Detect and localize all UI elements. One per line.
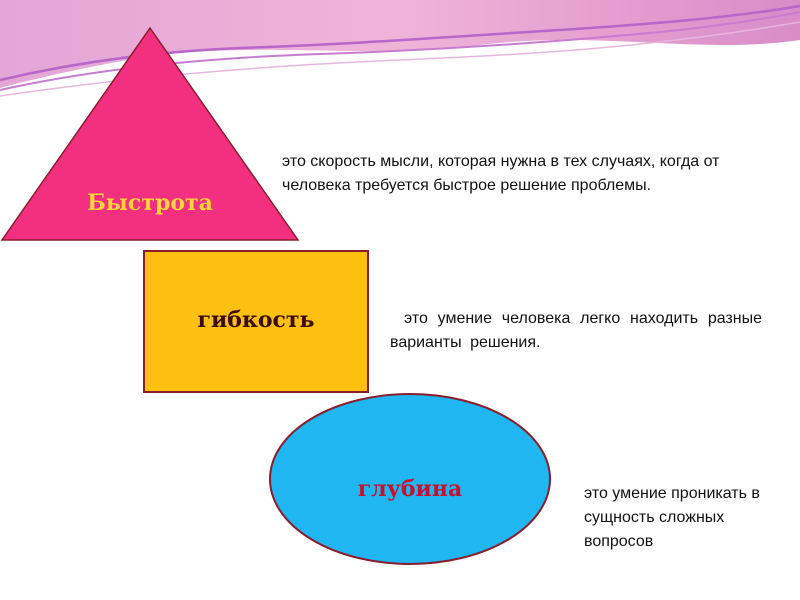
- rectangle-label: гибкость: [197, 307, 315, 333]
- ellipse-shape: [269, 393, 551, 565]
- triangle-shape: [0, 26, 300, 241]
- triangle-label: Быстрота: [87, 190, 213, 216]
- ellipse-description: это умение проникать в сущность сложных …: [584, 482, 784, 554]
- ellipse-label: глубина: [357, 476, 463, 502]
- rectangle-description: это умение человека легко находить разны…: [390, 307, 762, 355]
- triangle-description: это скорость мысли, которая нужна в тех …: [276, 150, 790, 198]
- rectangle-shape: [143, 250, 369, 393]
